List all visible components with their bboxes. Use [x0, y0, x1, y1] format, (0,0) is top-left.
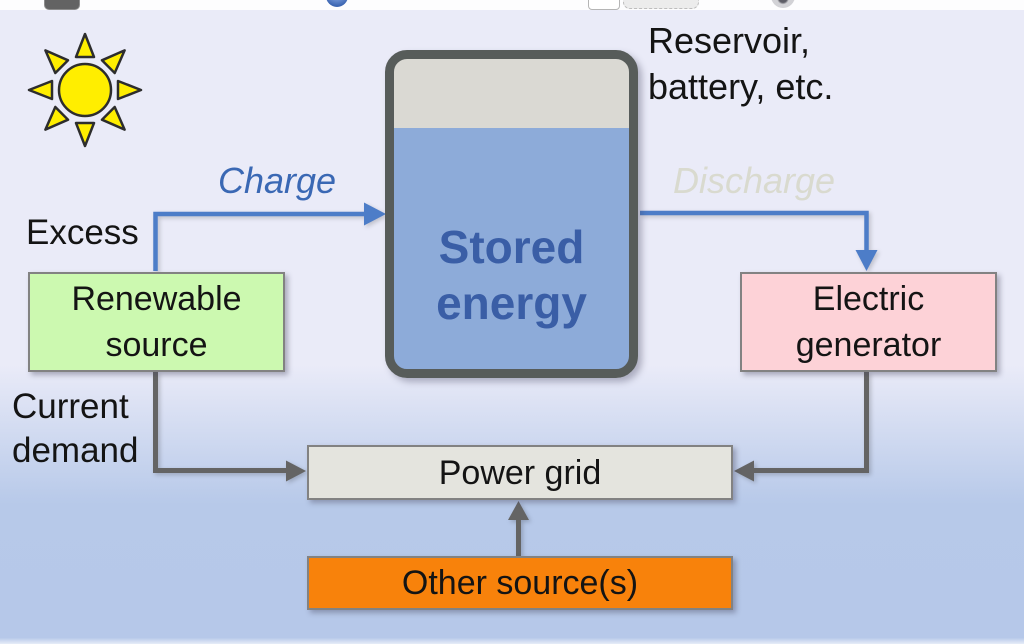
- reservoir-battery-label: Reservoir, battery, etc.: [648, 18, 833, 110]
- renewable-source-label-line2: source: [105, 326, 208, 364]
- electric-generator-node: Electric generator: [740, 272, 997, 372]
- discharge-arrow: [640, 210, 878, 271]
- stored-energy-node: Stored energy: [385, 50, 638, 378]
- current-demand-arrow: [153, 372, 306, 482]
- excess-label: Excess: [26, 213, 139, 252]
- reservoir-battery-label-line2: battery, etc.: [648, 66, 834, 107]
- current-demand-label-line1: Current: [12, 387, 129, 426]
- electric-generator-label-line1: Electric: [812, 280, 925, 318]
- dotted-tray-icon-fragment: [623, 0, 699, 9]
- current-demand-label-line2: demand: [12, 431, 139, 470]
- electric-generator-label-line2: generator: [795, 326, 942, 364]
- stored-energy-label-line1: Stored: [438, 221, 585, 273]
- current-demand-label: Current demand: [12, 385, 138, 473]
- other-to-grid-arrow: [508, 501, 529, 556]
- generator-to-grid-arrow: [734, 372, 869, 482]
- charge-label: Charge: [218, 160, 337, 201]
- charge-arrow: [153, 202, 386, 271]
- power-grid-label: Power grid: [438, 453, 602, 492]
- dark-app-icon-fragment: [44, 0, 80, 10]
- topbar: [0, 0, 1024, 10]
- stored-energy-label-line2: energy: [436, 277, 587, 329]
- gray-knob-icon-fragment: [771, 0, 795, 8]
- discharge-label: Discharge: [673, 160, 836, 201]
- other-sources-label: Other source(s): [401, 564, 639, 602]
- renewable-source-label-line1: Renewable: [71, 280, 242, 318]
- other-sources-node: Other source(s): [307, 556, 733, 610]
- blue-globe-icon-fragment: [326, 0, 348, 7]
- renewable-source-node: Renewable source: [28, 272, 285, 372]
- white-window-icon-fragment: [588, 0, 620, 10]
- sun-icon: [27, 32, 143, 148]
- power-grid-node: Power grid: [307, 445, 733, 500]
- reservoir-battery-label-line1: Reservoir,: [648, 20, 811, 61]
